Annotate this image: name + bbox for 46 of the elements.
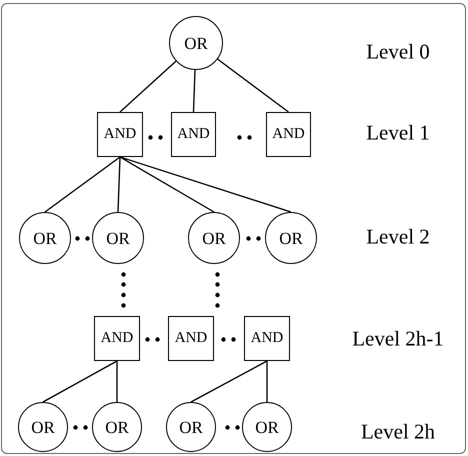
- circle-node: [242, 402, 292, 452]
- level-label: Level 2h-1: [352, 327, 444, 351]
- node-label: OR: [105, 418, 129, 436]
- circle-node: [92, 212, 144, 264]
- node-label: OR: [279, 230, 303, 246]
- connector-line: [117, 156, 121, 212]
- level-label: Level 2h: [360, 420, 436, 444]
- node-label: AND: [250, 331, 284, 346]
- node-label: AND: [177, 127, 210, 142]
- connector-line: [44, 156, 120, 213]
- node-label: OR: [106, 230, 130, 246]
- node-label: OR: [179, 418, 203, 436]
- circle-node: [188, 212, 240, 264]
- circle-node: [169, 16, 223, 70]
- square-node: [266, 112, 311, 157]
- connector-line: [217, 58, 289, 113]
- level-label: Level 2: [366, 225, 430, 249]
- circle-node: [19, 212, 71, 264]
- connector-line: [266, 361, 268, 402]
- node-label: AND: [174, 331, 208, 346]
- connector-line: [120, 60, 176, 112]
- square-node: [97, 112, 143, 157]
- connector-line: [192, 70, 196, 112]
- connector-line: [120, 156, 214, 213]
- square-node: [168, 316, 214, 361]
- node-label: AND: [100, 331, 134, 346]
- square-node: [171, 112, 216, 157]
- connector-line: [190, 360, 268, 403]
- node-label: OR: [202, 230, 226, 246]
- circle-node: [265, 212, 317, 264]
- node-label: OR: [255, 418, 279, 436]
- circle-node: [18, 402, 68, 452]
- level-label: Level 1: [366, 121, 430, 145]
- node-label: OR: [33, 230, 57, 246]
- node-label: AND: [272, 127, 305, 142]
- node-label: OR: [184, 34, 208, 52]
- circle-node: [92, 402, 142, 452]
- circle-node: [166, 402, 216, 452]
- square-node: [244, 316, 290, 361]
- connector-line: [120, 156, 292, 213]
- square-node: [94, 316, 140, 361]
- node-label: AND: [104, 127, 136, 142]
- node-label: OR: [31, 418, 55, 436]
- connector-line: [116, 361, 118, 402]
- connector-line: [42, 360, 118, 403]
- level-label: Level 0: [366, 40, 430, 64]
